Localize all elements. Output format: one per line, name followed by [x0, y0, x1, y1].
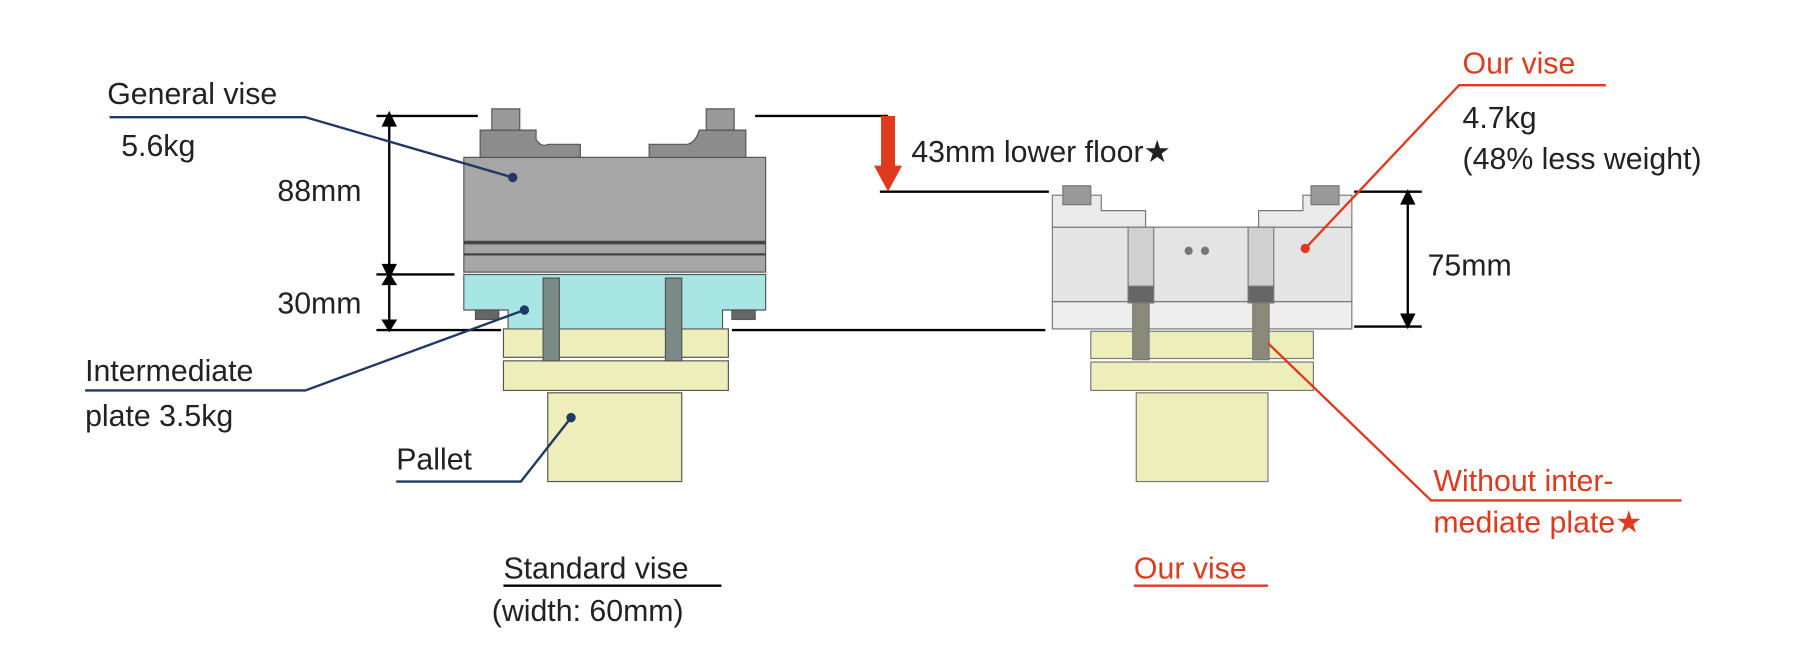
our-vise-label: Our vise [1463, 46, 1576, 80]
standard-vise-width: (width: 60mm) [492, 594, 684, 628]
our-vise-weight-note: (48% less weight) [1463, 142, 1702, 176]
pallet-ring-upper [1090, 330, 1314, 360]
bolt-collar [1127, 285, 1155, 304]
bolt [664, 277, 683, 362]
dim-75mm: 75mm [1428, 248, 1512, 282]
without-plate-label-2: mediate plate★ [1433, 505, 1642, 539]
standard-vise-drawing [463, 108, 767, 483]
bolt-head [1247, 226, 1275, 287]
general-vise-weight: 5.6kg [121, 129, 195, 163]
bolt [1252, 302, 1270, 361]
lower-floor-label: 43mm lower floor★ [911, 135, 1170, 169]
pallet-label: Pallet [396, 443, 472, 477]
pallet-ring-upper [502, 328, 729, 358]
pin [731, 309, 756, 321]
intermediate-label: Intermediate [85, 354, 253, 388]
jaw-tab [705, 108, 735, 131]
jaw-tab [1062, 185, 1092, 206]
pallet-ring-lower [1090, 361, 1314, 392]
our-vise-weight: 4.7kg [1463, 101, 1537, 135]
vise-jaw-right [648, 129, 747, 158]
bolt [1132, 302, 1150, 361]
bolt [542, 277, 560, 362]
our-vise-drawing [1051, 185, 1353, 483]
dim-88mm: 88mm [277, 174, 361, 208]
vise-jaw-left [479, 129, 581, 158]
our-vise-caption: Our vise [1134, 551, 1247, 585]
pin [474, 309, 500, 321]
standard-vise-caption: Standard vise [503, 551, 688, 585]
general-vise-label: General vise [107, 77, 277, 111]
dim-30mm: 30mm [277, 286, 361, 320]
without-plate-label: Without inter- [1433, 464, 1613, 498]
intermediate-weight: plate 3.5kg [85, 399, 233, 433]
bolt-head [1127, 226, 1155, 287]
leader-lines [85, 84, 1682, 587]
dimension-lines [376, 110, 1422, 333]
jaw-tab [491, 108, 521, 131]
pallet-stem [1135, 392, 1269, 483]
pallet-ring-lower [502, 360, 729, 392]
our-vise-base [1051, 301, 1353, 330]
pallet-stem [547, 392, 683, 483]
bolt-collar [1247, 285, 1275, 304]
lower-floor-arrow [874, 115, 903, 192]
intermediate-plate [463, 273, 767, 330]
jaw-tab [1310, 185, 1340, 206]
our-vise-body [1051, 226, 1353, 303]
